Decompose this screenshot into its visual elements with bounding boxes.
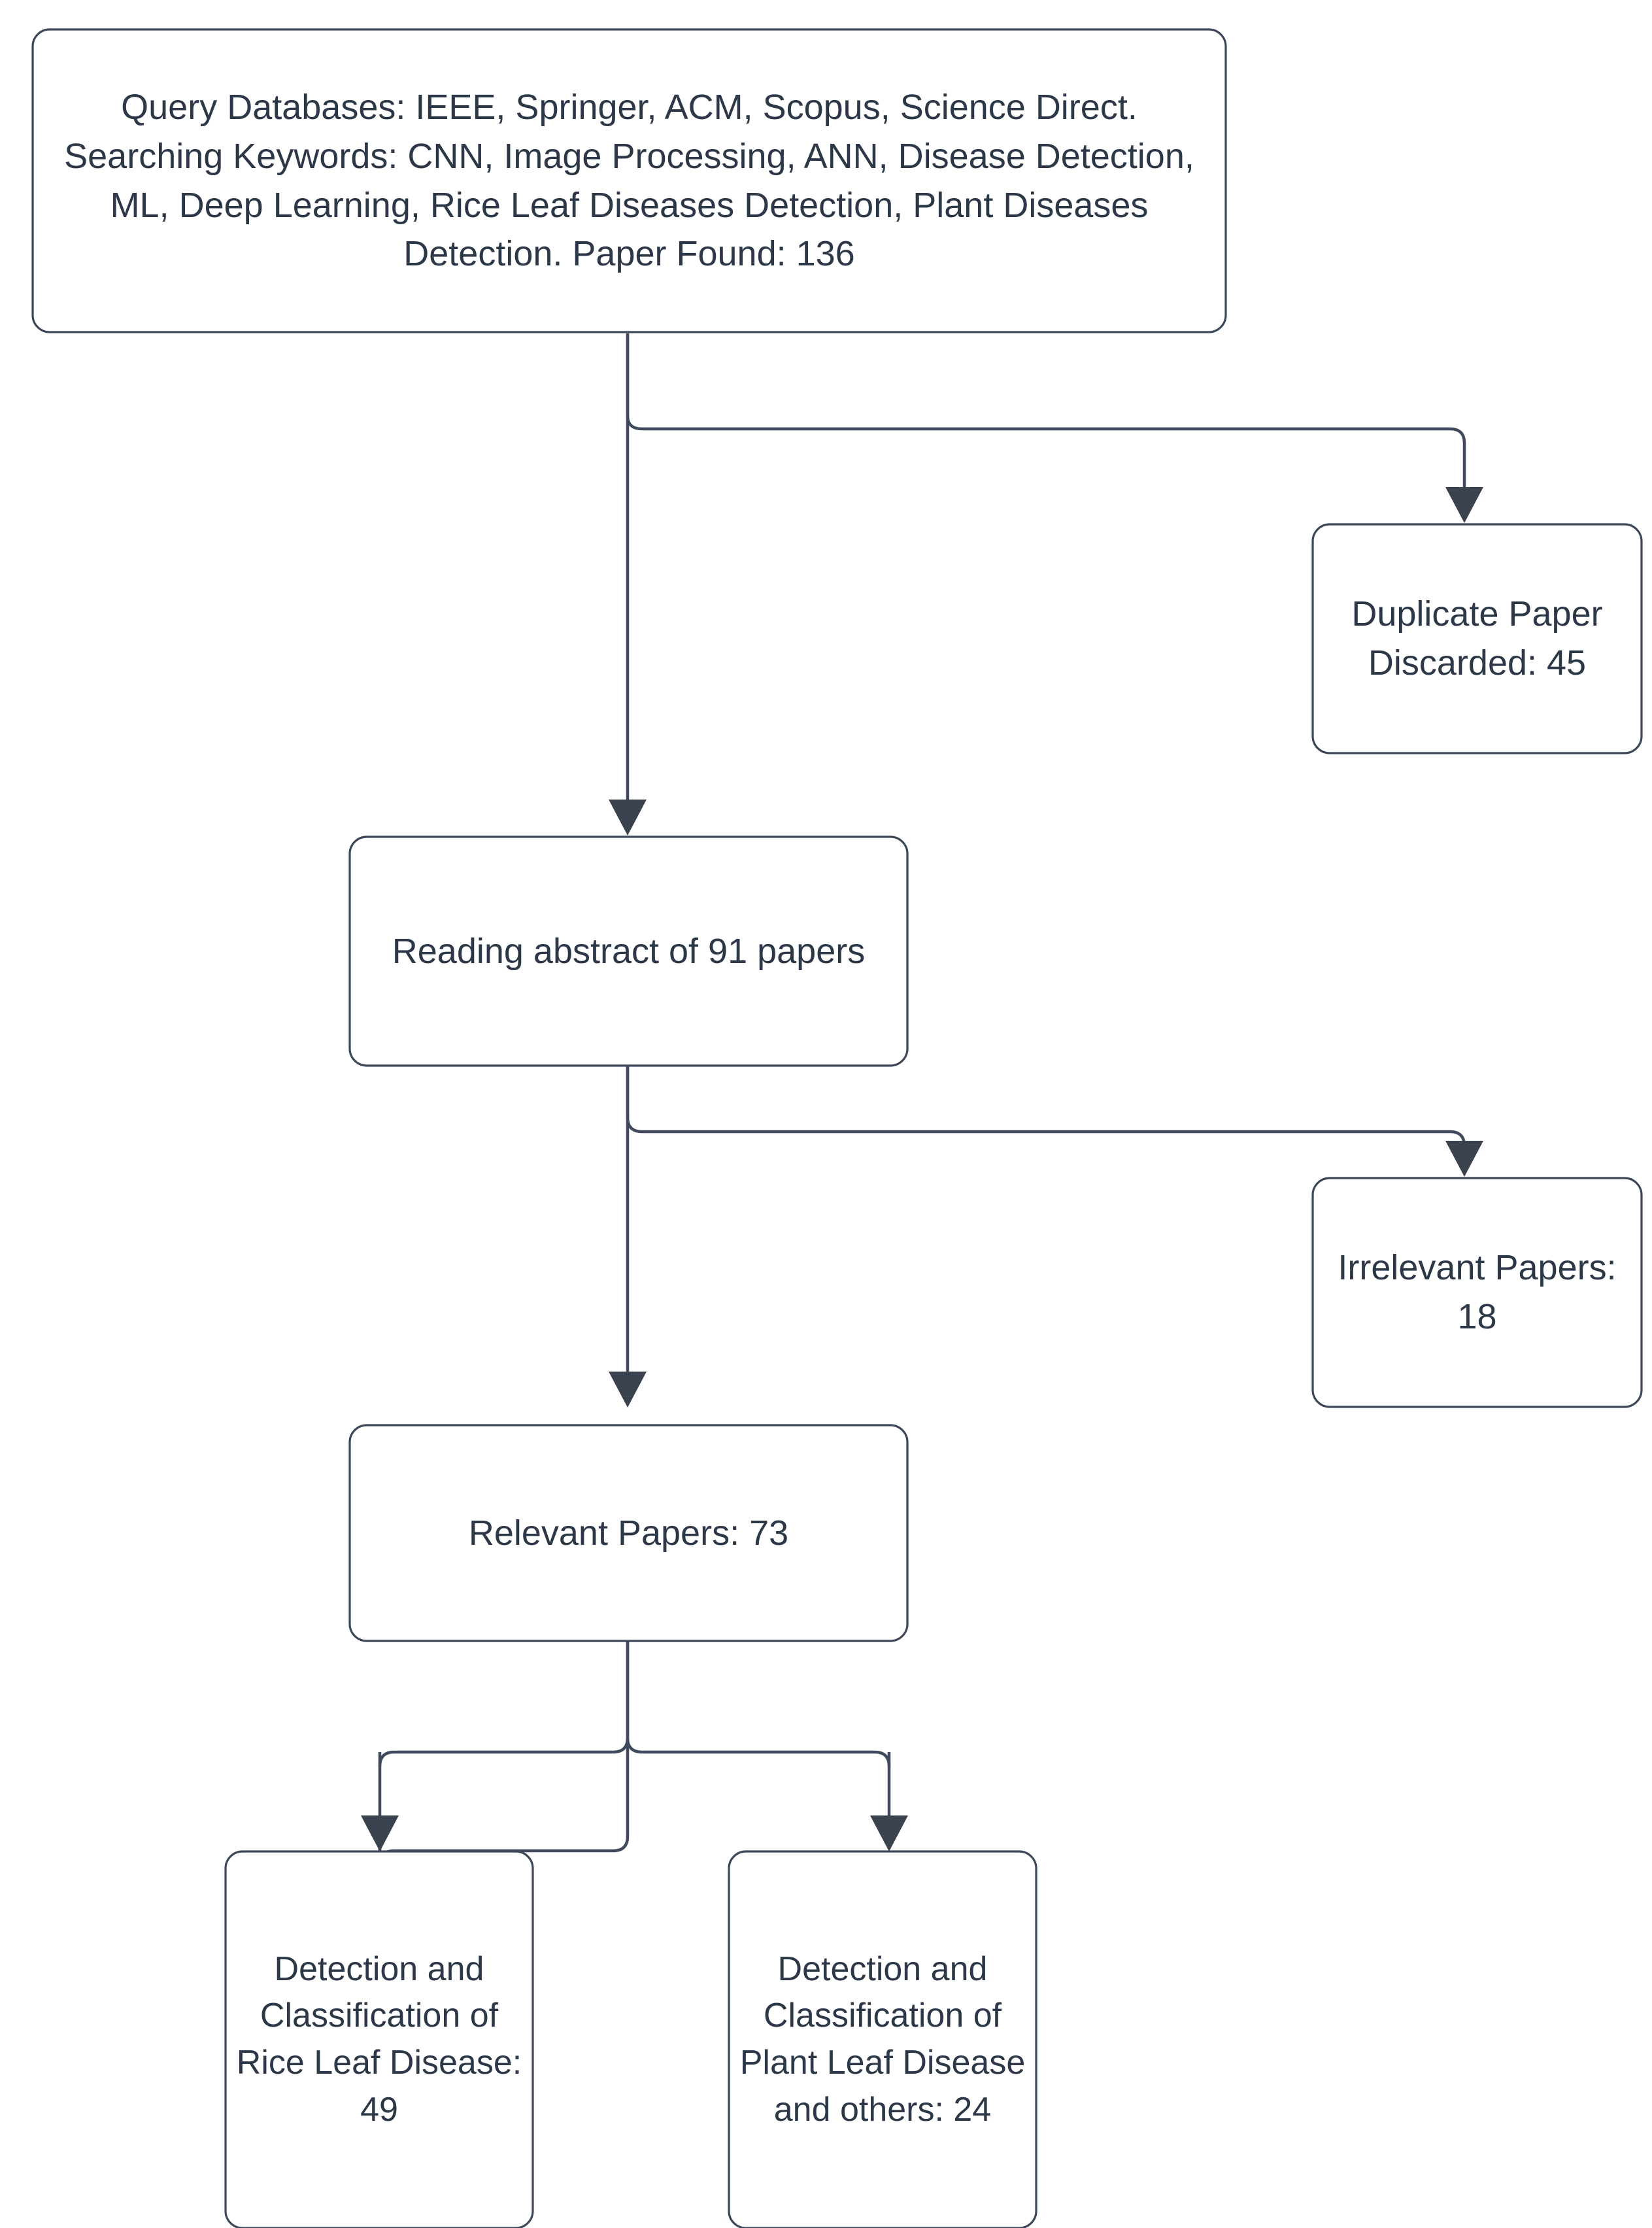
edge-relevant-split-bar — [378, 1641, 630, 1767]
node-layer — [31, 28, 1643, 2228]
edge-relevant-split-bar-right — [626, 1737, 891, 1767]
arrowhead-relevant — [609, 1372, 647, 1408]
arrowhead-plant — [870, 1815, 908, 1851]
edge-layer — [361, 333, 1483, 1867]
arrowhead-duplicate — [1445, 487, 1483, 523]
edge-query-to-duplicate — [626, 333, 1466, 507]
node-query-databases[interactable] — [31, 28, 1227, 333]
node-duplicate-papers[interactable] — [1311, 523, 1643, 754]
edge-abstract-to-irrelevant — [626, 1066, 1466, 1160]
node-irrelevant-papers[interactable] — [1311, 1177, 1643, 1408]
arrowhead-rice — [361, 1815, 399, 1851]
node-rice-leaf-disease[interactable] — [224, 1850, 534, 2228]
arrowhead-abstract — [609, 800, 647, 836]
node-reading-abstract[interactable] — [348, 836, 909, 1067]
node-plant-leaf-disease[interactable] — [728, 1850, 1037, 2228]
node-relevant-papers[interactable] — [348, 1424, 909, 1642]
arrowhead-irrelevant — [1445, 1141, 1483, 1177]
